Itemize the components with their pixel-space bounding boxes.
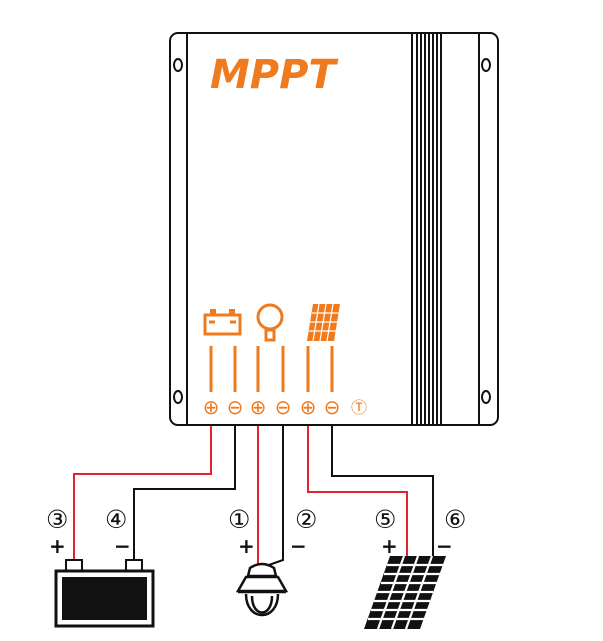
terminal-battery-negative: ⊖ bbox=[227, 395, 244, 419]
brand-label: MPPT bbox=[210, 52, 338, 98]
wires bbox=[73, 426, 434, 567]
wire-panel-positive bbox=[307, 426, 408, 556]
terminal-battery-positive: ⊕ bbox=[203, 395, 220, 419]
controller-housing bbox=[169, 32, 499, 426]
heatsink-fins bbox=[411, 33, 442, 425]
wire-panel-negative bbox=[331, 426, 434, 556]
solar-panel-icon bbox=[307, 303, 340, 342]
label-polarity-2: − bbox=[290, 534, 307, 558]
label-polarity-4: − bbox=[114, 534, 131, 558]
terminal-load-negative: ⊖ bbox=[275, 395, 292, 419]
battery-device bbox=[54, 559, 155, 628]
connection-labels: ③ + ④ − ① + ② − ⑤ + ⑥ − bbox=[46, 505, 466, 558]
label-number-6: ⑥ bbox=[444, 505, 466, 534]
label-polarity-6: − bbox=[436, 534, 453, 558]
wire-lamp-negative bbox=[265, 426, 284, 567]
label-polarity-3: + bbox=[49, 534, 66, 558]
label-number-1: ① bbox=[228, 505, 250, 534]
label-number-3: ③ bbox=[46, 505, 68, 534]
battery-icon bbox=[203, 309, 242, 336]
label-number-5: ⑤ bbox=[374, 505, 396, 534]
solar-panel-device bbox=[364, 555, 446, 630]
terminal-row: ⊕ ⊖ ⊕ ⊖ ⊕ ⊖ Ⓣ bbox=[203, 395, 367, 419]
label-number-4: ④ bbox=[105, 505, 127, 534]
wire-battery-positive bbox=[73, 426, 212, 562]
lamp-icon bbox=[256, 303, 284, 342]
terminal-panel-negative: ⊖ bbox=[324, 395, 341, 419]
label-polarity-5: + bbox=[381, 534, 398, 558]
label-number-2: ② bbox=[295, 505, 317, 534]
terminal-leads bbox=[209, 346, 334, 392]
terminal-temperature-sensor: Ⓣ bbox=[351, 398, 367, 417]
lamp-device bbox=[235, 562, 289, 617]
terminal-load-positive: ⊕ bbox=[250, 395, 267, 419]
wire-battery-negative bbox=[133, 426, 236, 562]
label-polarity-1: + bbox=[238, 534, 255, 558]
terminal-panel-positive: ⊕ bbox=[300, 395, 317, 419]
